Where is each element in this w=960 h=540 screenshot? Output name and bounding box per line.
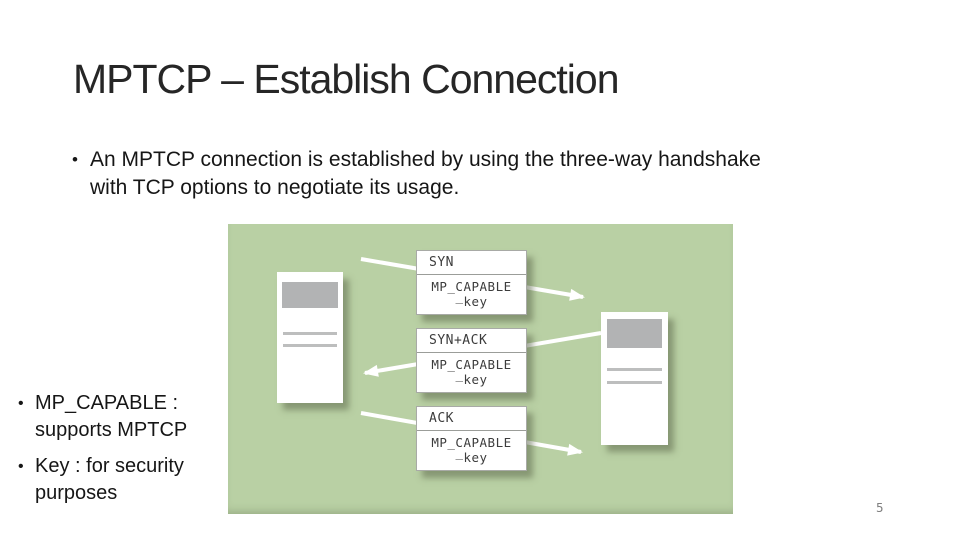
side-bullet-line: Key : for security	[35, 455, 184, 477]
option-name: MP_CAPABLE	[431, 279, 512, 294]
list-item: • MP_CAPABLE : supports MPTCP	[18, 390, 233, 444]
server-host	[601, 312, 668, 445]
main-bullet-text: An MPTCP connection is established by us…	[90, 148, 761, 199]
option-sub: key	[463, 450, 488, 465]
client-host-line	[283, 344, 337, 347]
side-bullet-text: Key : for security purposes	[35, 453, 233, 507]
main-bullet-list: • An MPTCP connection is established by …	[72, 146, 782, 202]
side-bullet-line: MP_CAPABLE :	[35, 392, 179, 414]
side-bullet-line: supports MPTCP	[35, 419, 188, 441]
side-bullet-line: purposes	[35, 482, 118, 504]
message-label: ACK	[417, 407, 526, 431]
client-host-line	[283, 332, 337, 335]
page-number: 5	[876, 500, 884, 515]
list-item: • An MPTCP connection is established by …	[72, 146, 782, 202]
message-option: MP_CAPABLE _key	[417, 353, 526, 397]
option-sub-prefix: _	[455, 289, 464, 304]
message-box-ack: ACK MP_CAPABLE _key	[416, 406, 527, 471]
bullet-icon: •	[18, 458, 24, 475]
slide-title: MPTCP – Establish Connection	[73, 56, 620, 102]
side-bullet-list: • MP_CAPABLE : supports MPTCP • Key : fo…	[18, 390, 233, 516]
client-host	[277, 272, 343, 403]
message-option: MP_CAPABLE _key	[417, 431, 526, 475]
client-host-header	[282, 282, 338, 308]
server-host-header	[607, 319, 662, 348]
server-host-line	[607, 368, 662, 371]
option-name: MP_CAPABLE	[431, 435, 512, 450]
message-label: SYN+ACK	[417, 329, 526, 353]
side-bullet-text: MP_CAPABLE : supports MPTCP	[35, 390, 233, 444]
bullet-icon: •	[72, 150, 78, 169]
message-box-synack: SYN+ACK MP_CAPABLE _key	[416, 328, 527, 393]
option-sub-prefix: _	[455, 367, 464, 382]
option-name: MP_CAPABLE	[431, 357, 512, 372]
message-box-syn: SYN MP_CAPABLE _key	[416, 250, 527, 315]
option-sub: key	[463, 372, 488, 387]
message-label: SYN	[417, 251, 526, 275]
list-item: • Key : for security purposes	[18, 453, 233, 507]
option-sub: key	[463, 294, 488, 309]
bullet-icon: •	[18, 395, 24, 412]
server-host-line	[607, 381, 662, 384]
handshake-diagram-panel: SYN MP_CAPABLE _key SYN+ACK MP_CAPABLE _…	[228, 224, 733, 514]
message-option: MP_CAPABLE _key	[417, 275, 526, 319]
option-sub-prefix: _	[455, 445, 464, 460]
